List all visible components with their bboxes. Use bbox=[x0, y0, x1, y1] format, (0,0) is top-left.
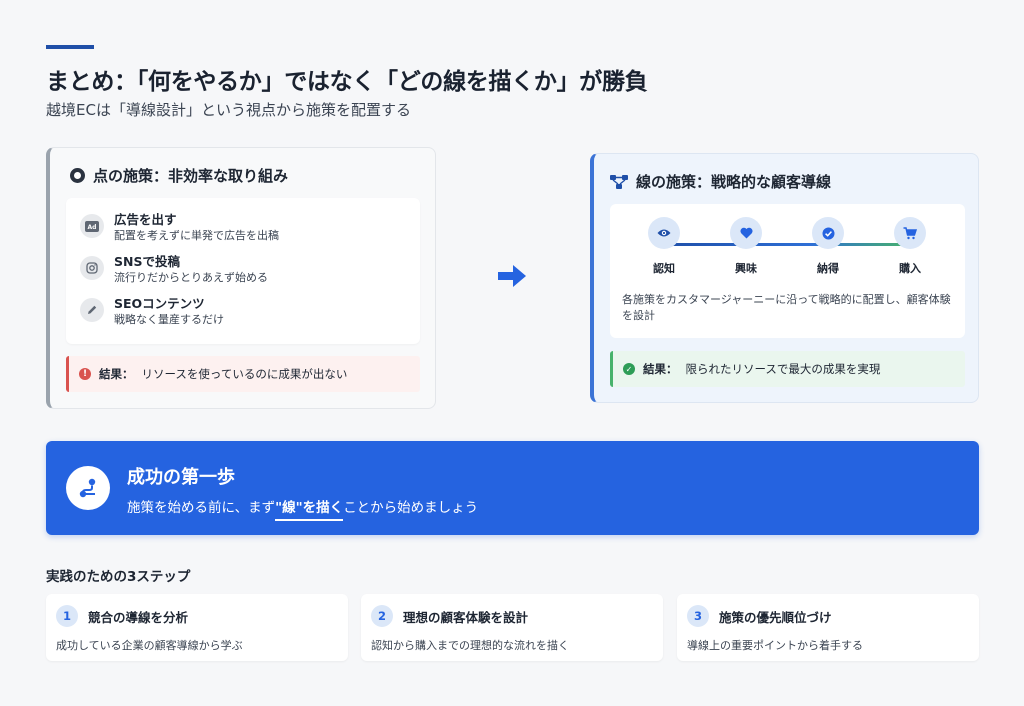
instagram-icon bbox=[80, 256, 104, 280]
banner-text-emphasis: "線"を描く bbox=[275, 500, 344, 521]
positive-result-box: ✓ 結果： 限られたリソースで最大の成果を実現 bbox=[610, 351, 965, 387]
heart-icon bbox=[730, 217, 762, 249]
step-number-badge: 3 bbox=[687, 605, 709, 627]
line-tactics-title: 線の施策：戦略的な顧客導線 bbox=[636, 173, 832, 191]
journey-step-label: 購入 bbox=[899, 262, 921, 275]
banner-text-after: ことから始めましょう bbox=[343, 500, 479, 516]
pencil-icon bbox=[80, 298, 104, 322]
point-tactics-header: 点の施策：非効率な取り組み bbox=[70, 165, 288, 186]
banner-text: 施策を始める前に、まず"線"を描くことから始めましょう bbox=[127, 496, 479, 521]
route-icon bbox=[66, 466, 110, 510]
list-item-desc: 配置を考えずに単発で広告を出稿 bbox=[114, 229, 279, 242]
flow-network-icon bbox=[610, 174, 628, 189]
step-title: 競合の導線を分析 bbox=[88, 609, 189, 625]
step-card: 1 競合の導線を分析 成功している企業の顧客導線から学ぶ bbox=[46, 594, 348, 661]
ad-icon: Ad bbox=[80, 214, 104, 238]
journey-step-label: 興味 bbox=[735, 262, 757, 275]
result-text: リソースを使っているのに成果が出ない bbox=[141, 367, 348, 381]
banner-text-before: 施策を始める前に、まず bbox=[127, 500, 276, 516]
result-label: 結果： bbox=[99, 367, 134, 381]
line-tactics-header: 線の施策：戦略的な顧客導線 bbox=[610, 171, 831, 192]
right-arrow-icon bbox=[498, 265, 526, 287]
journey-step-label: 納得 bbox=[817, 262, 839, 275]
step-number-badge: 2 bbox=[371, 605, 393, 627]
list-item: SNSで投稿 流行りだからとりあえず始める bbox=[80, 253, 268, 286]
first-step-banner: 成功の第一歩 施策を始める前に、まず"線"を描くことから始めましょう bbox=[46, 441, 979, 535]
step-desc: 導線上の重要ポイントから着手する bbox=[687, 639, 863, 652]
title-accent-bar bbox=[46, 45, 94, 49]
cart-icon bbox=[894, 217, 926, 249]
point-tactics-title: 点の施策：非効率な取り組み bbox=[93, 167, 289, 185]
negative-result-box: ! 結果： リソースを使っているのに成果が出ない bbox=[66, 356, 420, 392]
customer-journey: 認知 興味 納得 購入 各施策をカスタマージャーニーに沿って戦略的に配置し、顧客… bbox=[610, 204, 965, 338]
journey-progress-line bbox=[662, 243, 910, 246]
step-title: 理想の顧客体験を設計 bbox=[403, 609, 529, 625]
list-item-desc: 戦略なく量産するだけ bbox=[114, 313, 224, 326]
banner-title: 成功の第一歩 bbox=[127, 467, 235, 488]
radio-dot-icon bbox=[70, 168, 85, 183]
tactics-list: Ad 広告を出す 配置を考えずに単発で広告を出稿 SNSで投稿 流行りだからとり… bbox=[66, 198, 420, 344]
journey-description: 各施策をカスタマージャーニーに沿って戦略的に配置し、顧客体験を設計 bbox=[622, 293, 951, 322]
svg-text:Ad: Ad bbox=[88, 224, 97, 231]
page-title: まとめ：「何をやるか」ではなく「どの線を描くか」が勝負 bbox=[46, 69, 648, 95]
check-icon: ✓ bbox=[623, 363, 635, 375]
line-tactics-card: 線の施策：戦略的な顧客導線 認知 興味 納得 購入 各施策 bbox=[590, 153, 979, 403]
step-desc: 認知から購入までの理想的な流れを描く bbox=[371, 639, 569, 652]
point-tactics-card: 点の施策：非効率な取り組み Ad 広告を出す 配置を考えずに単発で広告を出稿 S… bbox=[46, 147, 436, 409]
step-title: 施策の優先順位づけ bbox=[719, 609, 832, 625]
list-item: SEOコンテンツ 戦略なく量産するだけ bbox=[80, 295, 224, 328]
list-item-desc: 流行りだからとりあえず始める bbox=[114, 271, 268, 284]
result-text: 限られたリソースで最大の成果を実現 bbox=[685, 362, 881, 376]
journey-step: 認知 bbox=[648, 217, 680, 276]
journey-step-label: 認知 bbox=[653, 262, 675, 275]
eye-icon bbox=[648, 217, 680, 249]
steps-heading: 実践のための3ステップ bbox=[46, 569, 191, 585]
list-item-title: SNSで投稿 bbox=[114, 254, 180, 269]
page-subtitle: 越境ECは「導線設計」という視点から施策を配置する bbox=[46, 101, 411, 119]
journey-step: 納得 bbox=[812, 217, 844, 276]
step-number-badge: 1 bbox=[56, 605, 78, 627]
step-card: 3 施策の優先順位づけ 導線上の重要ポイントから着手する bbox=[677, 594, 979, 661]
result-label: 結果： bbox=[643, 362, 678, 376]
check-circle-icon bbox=[812, 217, 844, 249]
step-card: 2 理想の顧客体験を設計 認知から購入までの理想的な流れを描く bbox=[361, 594, 663, 661]
journey-step: 購入 bbox=[894, 217, 926, 276]
journey-step: 興味 bbox=[730, 217, 762, 276]
list-item-title: 広告を出す bbox=[114, 212, 177, 227]
step-desc: 成功している企業の顧客導線から学ぶ bbox=[56, 639, 243, 652]
warning-icon: ! bbox=[79, 368, 91, 380]
list-item: Ad 広告を出す 配置を考えずに単発で広告を出稿 bbox=[80, 211, 279, 244]
list-item-title: SEOコンテンツ bbox=[114, 296, 205, 311]
